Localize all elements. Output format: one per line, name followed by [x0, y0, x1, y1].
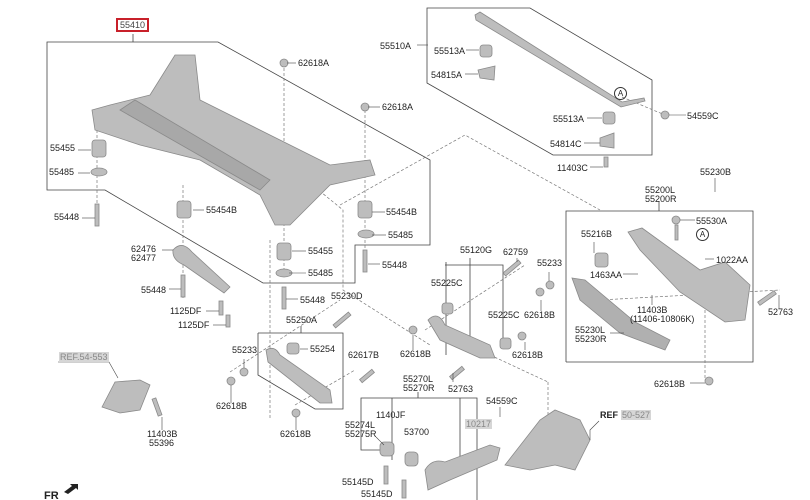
part-label[interactable]: 62618B — [654, 379, 686, 389]
part-label[interactable]: 62618B — [400, 349, 432, 359]
part-label[interactable]: 52763 — [768, 307, 794, 317]
part-label[interactable]: 11403B — [637, 305, 668, 315]
part-label-highlighted[interactable]: 55410 — [116, 18, 150, 32]
lower-control-arm — [627, 227, 751, 323]
part-label[interactable]: 1125DF — [178, 320, 210, 330]
part-label[interactable]: 55454B — [386, 207, 418, 217]
group-boxes — [46, 7, 754, 500]
part-label[interactable]: 54559C — [486, 396, 518, 406]
part-label[interactable]: 1125DF — [170, 306, 202, 316]
part-label[interactable]: 55145D — [342, 477, 374, 487]
part-label[interactable]: 62477 — [131, 253, 157, 263]
part-label[interactable]: 55455 — [308, 246, 334, 256]
part-label[interactable]: 55225C — [431, 278, 463, 288]
part-label[interactable]: 55230B — [700, 167, 732, 177]
part-label[interactable]: 55145D — [361, 489, 393, 499]
assist-arm-box — [257, 332, 344, 410]
ref-label-10217[interactable]: 10217 — [465, 419, 493, 429]
part-label[interactable]: 55230L — [575, 325, 606, 335]
part-label[interactable]: 55200L — [645, 185, 676, 195]
part-label[interactable]: 55485 — [49, 167, 75, 177]
part-label[interactable]: (11406-10806K) — [630, 314, 695, 324]
part-label[interactable]: 55275R — [345, 429, 377, 439]
stabilizer-box — [426, 7, 653, 156]
part-label[interactable]: 55396 — [149, 438, 175, 448]
part-label[interactable]: 55270R — [403, 383, 435, 393]
part-label[interactable]: 62618B — [280, 429, 312, 439]
spring-pad-55230 — [571, 277, 671, 351]
part-label[interactable]: 55485 — [388, 230, 414, 240]
subframe-box — [46, 41, 431, 284]
part-label[interactable]: 55448 — [382, 260, 408, 270]
part-label[interactable]: 62618A — [382, 102, 414, 112]
part-label[interactable]: 54559C — [687, 111, 719, 121]
front-direction-label: FR — [44, 490, 59, 500]
trailing-arm-box — [360, 397, 478, 500]
assist-arm-55250A — [265, 347, 333, 404]
subframe-part — [91, 54, 376, 226]
part-label[interactable]: 62618A — [298, 58, 330, 68]
part-label[interactable]: 53700 — [404, 427, 430, 437]
part-label[interactable]: 62618B — [512, 350, 544, 360]
part-label[interactable]: 62617B — [348, 350, 380, 360]
part-label[interactable]: 54815A — [431, 70, 463, 80]
part-label[interactable]: 62618B — [524, 310, 556, 320]
part-label[interactable]: 11403C — [557, 163, 588, 173]
part-label[interactable]: 55454B — [206, 205, 238, 215]
knuckle-part — [504, 409, 591, 471]
part-label[interactable]: 55513A — [434, 46, 466, 56]
marker-a-circle: A — [614, 87, 627, 100]
part-label[interactable]: 55448 — [54, 212, 80, 222]
part-label[interactable]: 55230D — [331, 291, 363, 301]
part-label[interactable]: 1022AA — [716, 255, 749, 265]
part-label[interactable]: 54814C — [550, 139, 582, 149]
part-label[interactable]: 52763 — [448, 384, 474, 394]
part-label[interactable]: 55200R — [645, 194, 677, 204]
ref-label-54-553[interactable]: REF.54-553 — [59, 352, 109, 362]
part-label[interactable]: 55233 — [232, 345, 258, 355]
part-label[interactable]: 62618B — [216, 401, 248, 411]
part-label[interactable]: 55270L — [403, 374, 434, 384]
part-label[interactable]: 62759 — [503, 247, 529, 257]
part-label[interactable]: 1140JF — [376, 410, 406, 420]
stabilizer-bar — [474, 11, 646, 108]
part-label[interactable]: 55274L — [345, 420, 376, 430]
part-label[interactable]: 55510A — [380, 41, 412, 51]
part-label[interactable]: 55254 — [310, 344, 336, 354]
part-label[interactable]: 55455 — [50, 143, 76, 153]
leader-lines — [58, 44, 780, 446]
parts — [90, 11, 777, 499]
part-label[interactable]: 1463AA — [590, 270, 623, 280]
bushing-55455 — [91, 139, 107, 158]
mount-part — [101, 379, 151, 414]
part-label[interactable]: 55216B — [581, 229, 613, 239]
trailing-arm-55270 — [424, 444, 501, 491]
part-label[interactable]: 55225C — [488, 310, 520, 320]
part-label[interactable]: 62476 — [131, 244, 157, 254]
part-label[interactable]: 55485 — [308, 268, 334, 278]
part-label[interactable]: 55230R — [575, 334, 607, 344]
part-label[interactable]: 55448 — [300, 295, 326, 305]
marker-a-circle: A — [696, 228, 709, 241]
upper-arm-55120G — [427, 315, 496, 359]
part-label[interactable]: 55250A — [286, 315, 318, 325]
link-62476 — [172, 245, 231, 294]
part-label[interactable]: 11403B — [147, 429, 178, 439]
part-label[interactable]: 55120G — [460, 245, 493, 255]
part-label[interactable]: 55530A — [696, 216, 728, 226]
lower-arm-box — [565, 210, 754, 363]
ref-label-50-527[interactable]: 50-527 — [621, 410, 652, 420]
ref-label-prefix: REF — [600, 410, 618, 420]
part-label[interactable]: 55448 — [141, 285, 167, 295]
part-label[interactable]: 55513A — [553, 114, 585, 124]
part-label[interactable]: 55233 — [537, 258, 563, 268]
